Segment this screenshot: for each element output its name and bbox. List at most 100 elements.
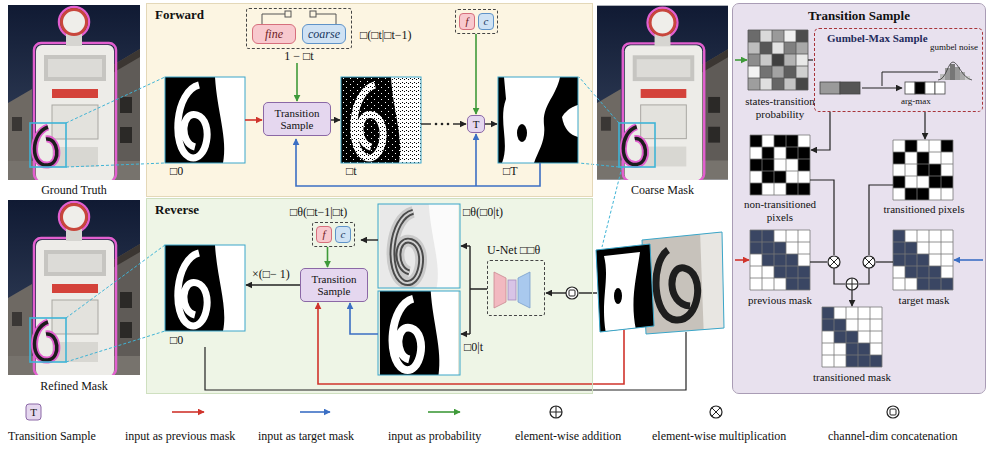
unet-drawing: [494, 272, 506, 308]
forward-wires: [447, 123, 450, 126]
schedule-group: finecoarse□(□t|□t−1)1 − □t: [246, 8, 352, 63]
mask-crop: [596, 244, 654, 332]
forward-wires: [331, 119, 340, 120]
zoom-box: [30, 123, 66, 167]
image-caption: Ground Truth: [8, 183, 140, 197]
photo-crop: [700, 228, 730, 340]
reverse-wires: [205, 240, 686, 390]
legend-icons: [550, 406, 562, 418]
transition-wires: [954, 259, 983, 261]
target-mask-grid: [893, 230, 953, 290]
reverse-wires: [205, 332, 686, 390]
fine-branch: f: [459, 13, 475, 30]
transition-symbol: T: [467, 115, 485, 133]
multiply-symbol: [863, 256, 875, 268]
mask-frames: [165, 204, 460, 375]
grid-caption: non-transitioned pixels: [735, 198, 825, 224]
probability-grid: [748, 66, 760, 78]
posterior-formula: □θ(□t−1|□t): [290, 205, 355, 219]
unet-block: U-Net □□θ: [487, 243, 545, 316]
repeat-note: ×(□− 1): [252, 267, 290, 281]
probability-grid: [760, 30, 772, 42]
probability-grid: [772, 78, 784, 90]
grid-caption: previous mask: [735, 294, 825, 307]
reverse-wires: [470, 246, 487, 334]
previous-mask-grid: [750, 230, 810, 290]
gumbel-drawing: [840, 82, 860, 94]
gumbel-drawing: [905, 82, 915, 94]
mask-image: [498, 77, 578, 163]
add-symbol: [846, 278, 858, 290]
unet-drawing: [518, 272, 530, 308]
mask-image: [341, 77, 421, 163]
legend-icons: [550, 406, 562, 418]
gumbel-drawing: [935, 82, 945, 94]
probability-grid: [784, 42, 796, 54]
mask-image: [165, 245, 245, 331]
panel-title: Forward: [155, 7, 204, 22]
fc-selector: fc: [455, 9, 498, 34]
coarse-branch: c: [478, 13, 494, 30]
dashed-frame: finecoarse: [246, 8, 352, 49]
coarse-photo: [597, 6, 728, 181]
gumbel-drawing: [820, 62, 972, 94]
gumbel-drawing: [925, 82, 935, 94]
non-transition-grid: [750, 135, 810, 195]
forward-wires: [285, 11, 291, 17]
panel-grounds: [147, 4, 985, 393]
legend-text: channel-dim concatenation: [828, 429, 958, 443]
reverse-wires: [461, 333, 470, 334]
fine-branch: f: [316, 226, 332, 243]
probability-grid: [748, 54, 760, 66]
unet-drawing: [494, 272, 530, 308]
grid-caption: states-transition probability: [735, 95, 825, 121]
mask-frames: [165, 245, 245, 331]
non-transition-grid: [750, 135, 810, 195]
forward-panel: Forward finecoarse□(□t|□t−1)1 − □t Transit…: [147, 4, 592, 196]
reverse-wires: [461, 245, 470, 246]
zoom-leaders: [66, 245, 165, 318]
result-mask-grid: [822, 307, 882, 367]
forward-wires: [245, 11, 540, 186]
mask-frames: [498, 77, 578, 163]
zoom-leaders: [66, 163, 165, 167]
probability-arrow: [475, 34, 477, 114]
transition-wires: [851, 290, 852, 306]
probability-grid: [796, 78, 808, 90]
probability-grid: [748, 30, 760, 42]
target-mask-grid: [893, 230, 953, 290]
photo-crop: [656, 228, 730, 340]
noise-label: gumbel noise: [929, 42, 979, 52]
zoom-leaders: [66, 331, 165, 362]
target-mask-grid: [893, 230, 953, 290]
gumbel-drawing: [882, 72, 938, 86]
dashed-frame: [487, 260, 545, 316]
zoom-leaders: [579, 163, 619, 167]
transition-wires: [808, 59, 813, 60]
reverse-images: [165, 204, 730, 375]
probability-grid: [784, 66, 796, 78]
result-mask-grid: [822, 307, 882, 367]
probability-arrow: [296, 63, 298, 101]
transition-sample-box: Transition Sample: [263, 102, 331, 136]
mask-image: [165, 77, 245, 163]
legend-text: input as probability: [388, 429, 481, 443]
transition-wires: [924, 112, 925, 139]
mask-frames: [378, 204, 460, 288]
legend-text: element-wise addition: [515, 429, 621, 443]
box-label: Transition Sample: [267, 107, 327, 131]
non-transition-grid: [750, 135, 810, 195]
reverse-wires: [246, 284, 300, 285]
mask-crop: [604, 252, 640, 334]
concat-symbol: [566, 287, 578, 299]
legend-icons: [890, 409, 896, 415]
schedule-formula: 1 − □t: [246, 49, 352, 63]
forward-masks: [165, 77, 578, 163]
zoom-leaders: [579, 77, 619, 123]
mask-symbol: □0: [170, 333, 183, 347]
photo-crop: [656, 250, 698, 320]
mask-frames: [341, 77, 421, 163]
